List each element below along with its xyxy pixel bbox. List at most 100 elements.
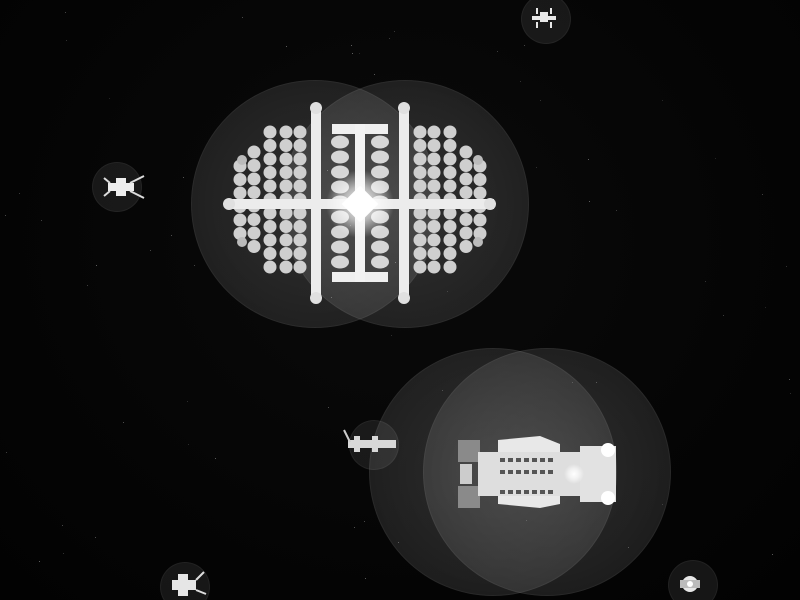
star (215, 458, 216, 459)
star (772, 554, 773, 555)
station-node (310, 292, 322, 304)
window (532, 490, 537, 494)
station-node (484, 198, 496, 210)
solar-cell (279, 220, 293, 233)
star (242, 17, 243, 18)
solar-cell (247, 172, 261, 186)
fighter-left[interactable] (103, 175, 145, 199)
solar-cell (279, 260, 293, 274)
star (374, 74, 375, 75)
solar-cell (263, 260, 277, 274)
frigate-ship[interactable] (458, 436, 616, 508)
station-module (371, 135, 389, 149)
star (6, 452, 7, 453)
window (524, 470, 529, 474)
star (616, 210, 617, 211)
solar-cell (293, 152, 307, 166)
solar-cell (293, 179, 307, 193)
window (532, 470, 537, 474)
solar-cell (263, 166, 277, 179)
star (63, 553, 64, 554)
station-node (398, 292, 410, 304)
star (123, 422, 124, 423)
star (328, 407, 329, 408)
star (524, 45, 525, 46)
solar-cell (247, 159, 261, 172)
solar-cell (427, 179, 441, 193)
star (395, 262, 396, 263)
solar-cell (279, 206, 293, 220)
solar-cell (427, 233, 441, 247)
solar-cell (473, 173, 487, 186)
fighter-bottom-left[interactable] (172, 571, 207, 596)
station-module (371, 240, 389, 254)
window (508, 490, 513, 494)
solar-cell (459, 240, 473, 253)
solar-cell (413, 179, 427, 193)
star (389, 38, 390, 39)
star (520, 81, 521, 82)
station-module (331, 135, 349, 149)
solar-cell (247, 240, 261, 253)
star (790, 393, 791, 394)
frigate-light (601, 491, 615, 505)
solar-cell (233, 186, 247, 200)
solar-cell (279, 247, 293, 260)
solar-cell (413, 247, 427, 260)
solar-cell (427, 206, 441, 220)
star (66, 40, 67, 41)
solar-cell (279, 139, 293, 152)
solar-cell (293, 166, 307, 179)
star (354, 527, 355, 528)
solar-cell (413, 206, 427, 220)
station-left-pylon (311, 108, 321, 298)
solar-cell (459, 145, 473, 159)
star (351, 45, 352, 46)
frigate-upper-deck (498, 436, 560, 452)
solar-cell (443, 125, 457, 139)
solar-cell (443, 152, 457, 166)
solar-cell (293, 233, 307, 247)
solar-cell (263, 179, 277, 193)
window (548, 490, 553, 494)
solar-cell (263, 220, 277, 233)
solar-cell (413, 139, 427, 152)
star (705, 281, 706, 282)
solar-cell (473, 186, 487, 200)
drone-bottom-right[interactable] (680, 576, 700, 592)
scout-drone-top[interactable] (532, 8, 556, 28)
solar-cell (293, 260, 307, 274)
solar-cell (443, 233, 457, 247)
solar-cell (247, 186, 261, 199)
station-turret (237, 155, 247, 165)
star (19, 193, 20, 194)
solar-cell (427, 139, 441, 152)
frigate-windows (500, 458, 553, 494)
engine-thruster (458, 486, 480, 508)
space-station[interactable] (223, 102, 496, 304)
star (765, 307, 766, 308)
frigate-glow (564, 464, 584, 484)
solar-cell (233, 173, 247, 186)
window (524, 490, 529, 494)
frigate-light (601, 443, 615, 457)
solar-cell (443, 260, 457, 274)
solar-cell (443, 220, 457, 233)
solar-cell (473, 227, 487, 240)
window (540, 470, 545, 474)
fighter-mid[interactable] (343, 429, 396, 452)
solar-cell (443, 179, 457, 193)
star (95, 537, 96, 538)
window (500, 470, 505, 474)
star (447, 291, 448, 292)
solar-cell (263, 152, 277, 166)
solar-cell (247, 145, 261, 159)
station-node (398, 102, 410, 114)
window (524, 458, 529, 462)
star (352, 53, 353, 54)
solar-cell (443, 139, 457, 152)
star (789, 379, 790, 380)
star (327, 170, 328, 171)
solar-cell (279, 125, 293, 139)
